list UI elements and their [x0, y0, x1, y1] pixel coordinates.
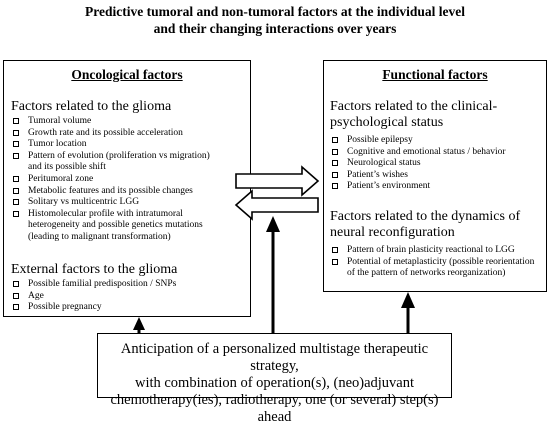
arrowhead-up-oncological-icon: [133, 317, 145, 330]
list-item: Possible epilepsy: [330, 135, 506, 147]
clinical-factors-title: Factors related to the clinical- psychol…: [330, 99, 498, 130]
checkbox-bullet-icon: [332, 183, 338, 190]
list-item: Growth rate and its possible acceleratio…: [11, 128, 210, 140]
therapeutic-strategy-text: Anticipation of a personalized multistag…: [110, 341, 439, 425]
functional-factors-heading: Functional factors: [382, 67, 488, 82]
list-item: Neurological status: [330, 158, 506, 170]
title-line-1: Predictive tumoral and non-tumoral facto…: [85, 4, 465, 19]
checkbox-bullet-icon: [13, 304, 19, 311]
list-item: Patient’s environment: [330, 181, 506, 193]
list-item: Histomolecular profile with intratumoral: [11, 209, 210, 221]
list-item: Solitary vs multicentric LGG: [11, 197, 210, 209]
list-item: Age: [11, 291, 176, 303]
checkbox-bullet-icon: [332, 258, 338, 265]
checkbox-bullet-icon: [13, 141, 19, 148]
checkbox-bullet-icon: [13, 210, 19, 217]
list-item: Tumoral volume: [11, 116, 210, 128]
checkbox-bullet-icon: [13, 292, 19, 299]
list-item-continuation: heterogeneity and possible genetics muta…: [28, 220, 203, 231]
external-factors-list: Possible familial predisposition / SNPs …: [11, 279, 176, 314]
oncological-factors-heading: Oncological factors: [71, 67, 183, 82]
arrowhead-up-functional-icon: [401, 292, 415, 308]
dynamics-factors-title: Factors related to the dynamics of neura…: [330, 209, 521, 240]
list-item: Peritumoral zone: [11, 174, 210, 186]
checkbox-bullet-icon: [13, 281, 19, 287]
list-item: Pattern of evolution (proliferation vs m…: [11, 151, 210, 163]
list-item: Possible pregnancy: [11, 302, 176, 314]
checkbox-bullet-icon: [332, 137, 338, 143]
list-item: Pattern of brain plasticity reactional t…: [330, 245, 534, 257]
arrowhead-up-interaction-icon: [266, 216, 280, 232]
list-item: Potential of metaplasticity (possible re…: [330, 257, 534, 269]
list-item: Metabolic features and its possible chan…: [11, 186, 210, 198]
checkbox-bullet-icon: [13, 129, 19, 136]
list-item: Tumor location: [11, 139, 210, 151]
clinical-factors-list: Possible epilepsy Cognitive and emotiona…: [330, 135, 506, 193]
checkbox-bullet-icon: [332, 148, 338, 155]
list-item-continuation: of the pattern of networks reorganizatio…: [347, 268, 506, 279]
glioma-factors-list: Tumoral volume Growth rate and its possi…: [11, 116, 210, 244]
list-item-continuation: and its possible shift: [28, 162, 106, 173]
checkbox-bullet-icon: [13, 187, 19, 194]
checkbox-bullet-icon: [332, 247, 338, 253]
checkbox-bullet-icon: [13, 199, 19, 206]
checkbox-bullet-icon: [332, 171, 338, 178]
checkbox-bullet-icon: [13, 152, 19, 159]
functional-factors-box: Functional factors Factors related to th…: [323, 60, 547, 292]
checkbox-bullet-icon: [13, 175, 19, 182]
diagram-title: Predictive tumoral and non-tumoral facto…: [0, 3, 550, 37]
glioma-factors-title: Factors related to the glioma: [11, 99, 172, 114]
external-factors-title: External factors to the glioma: [11, 262, 178, 277]
list-item: Cognitive and emotional status / behavio…: [330, 147, 506, 159]
list-item: Possible familial predisposition / SNPs: [11, 279, 176, 291]
list-item: Patient’s wishes: [330, 170, 506, 182]
title-line-2: and their changing interactions over yea…: [153, 21, 397, 36]
dynamics-factors-list: Pattern of brain plasticity reactional t…: [330, 245, 534, 280]
therapeutic-strategy-box: Anticipation of a personalized multistag…: [97, 333, 452, 425]
checkbox-bullet-icon: [332, 160, 338, 167]
checkbox-bullet-icon: [13, 118, 19, 124]
oncological-factors-box: Oncological factors Factors related to t…: [3, 60, 251, 317]
list-item-continuation: (leading to malignant transformation): [28, 231, 171, 242]
